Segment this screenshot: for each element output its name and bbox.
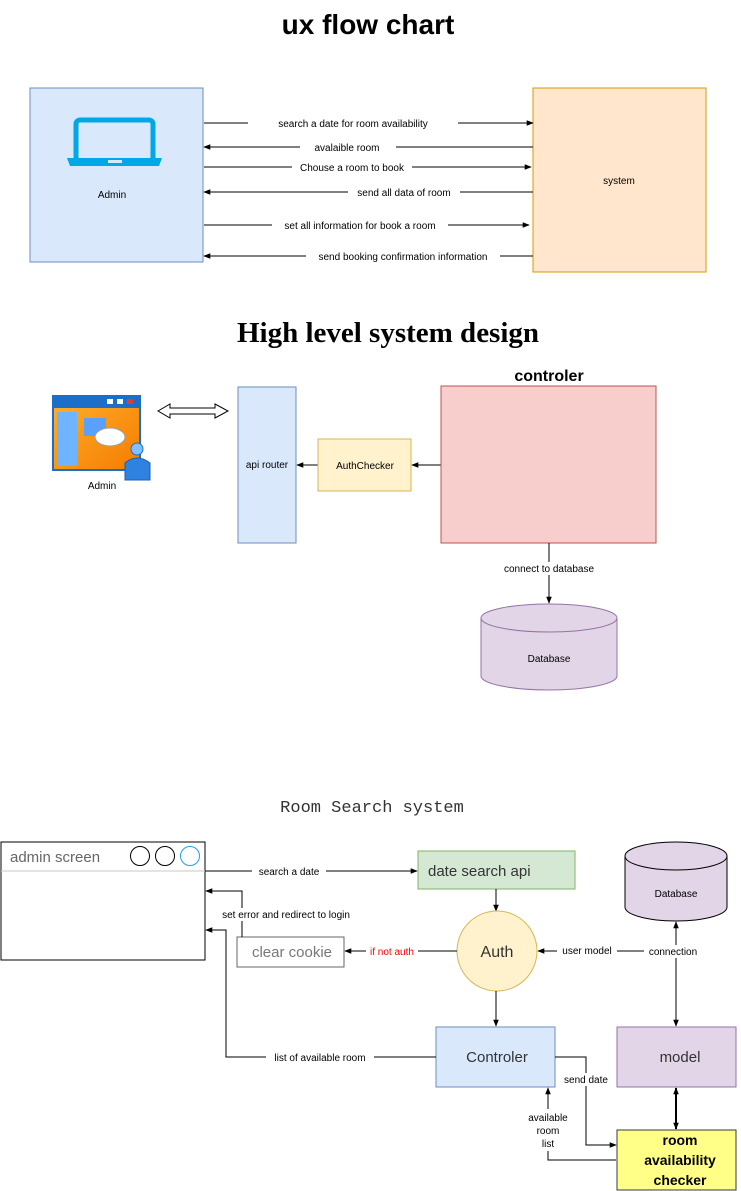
ux-flow-title: ux flow chart	[282, 9, 455, 40]
api-router-box	[237, 386, 297, 544]
window-control-circle-3[interactable]	[180, 846, 200, 866]
search-date-label: search a date	[259, 867, 320, 878]
hl-admin-label: Admin	[88, 481, 116, 492]
ux-msg-label-4: send all data of room	[357, 188, 450, 199]
ux-admin-box	[29, 87, 204, 263]
available-room-list-label-1: available	[528, 1113, 568, 1124]
ux-msg-label-1: search a date for room availability	[278, 119, 428, 130]
api-router-label: api router	[246, 460, 289, 471]
rs-database-cylinder	[624, 841, 728, 922]
controler-title: controler	[514, 368, 583, 385]
date-search-api-label: date search api	[428, 863, 531, 880]
window-control-circle-2[interactable]	[155, 846, 175, 866]
admin-screen-label: admin screen	[10, 849, 100, 866]
ux-admin-label: Admin	[98, 190, 126, 201]
ux-msg-label-6: send booking confirmation information	[319, 252, 488, 263]
auth-checker-label: AuthChecker	[336, 461, 394, 472]
controler-box	[440, 385, 657, 544]
room-checker-label-1: room	[663, 1132, 698, 1148]
ux-msg-label-3: Chouse a room to book	[300, 163, 405, 174]
list-available-room-label: list of available room	[274, 1053, 365, 1064]
high-level-title: High level system design	[237, 317, 539, 349]
available-room-list-label-2: room	[537, 1126, 560, 1137]
ux-system-label: system	[603, 176, 635, 187]
rs-controler-label: Controler	[466, 1049, 528, 1066]
set-error-label: set error and redirect to login	[222, 910, 350, 921]
rs-database-label: Database	[655, 889, 698, 900]
room-search-title: Room Search system	[280, 799, 464, 818]
auth-label: Auth	[481, 944, 514, 961]
clear-cookie-label: clear cookie	[252, 944, 332, 961]
model-box	[616, 1026, 737, 1088]
room-checker-label-3: checker	[654, 1172, 707, 1188]
ux-system-box	[532, 87, 707, 273]
bidirectional-arrow	[157, 403, 230, 419]
room-checker-label-2: availability	[644, 1152, 716, 1168]
connection-label: connection	[649, 947, 697, 958]
room-availability-checker-box	[616, 1129, 737, 1191]
rs-controler-box	[435, 1026, 556, 1088]
connect-to-database-label: connect to database	[504, 564, 595, 575]
clear-cookie-box	[236, 936, 345, 968]
available-room-list-label-3: list	[542, 1139, 554, 1150]
send-date-label: send date	[564, 1075, 608, 1086]
auth-checker-box	[317, 438, 412, 492]
hl-database-label: Database	[528, 654, 571, 665]
date-search-api-box	[417, 850, 576, 890]
window-control-circle-1[interactable]	[130, 846, 150, 866]
admin-user-window-icon	[52, 395, 151, 481]
clear-cookie-to-admin-arrow	[205, 888, 243, 937]
ux-msg-label-2: avalaible room	[314, 143, 379, 154]
if-not-auth-label: if not auth	[370, 947, 414, 958]
hl-database-cylinder	[480, 603, 618, 691]
laptop-icon	[67, 117, 162, 166]
ux-msg-label-5: set all information for book a room	[284, 221, 435, 232]
user-model-label: user model	[562, 946, 611, 957]
model-label: model	[660, 1049, 701, 1066]
send-date-arrow	[555, 1056, 617, 1148]
